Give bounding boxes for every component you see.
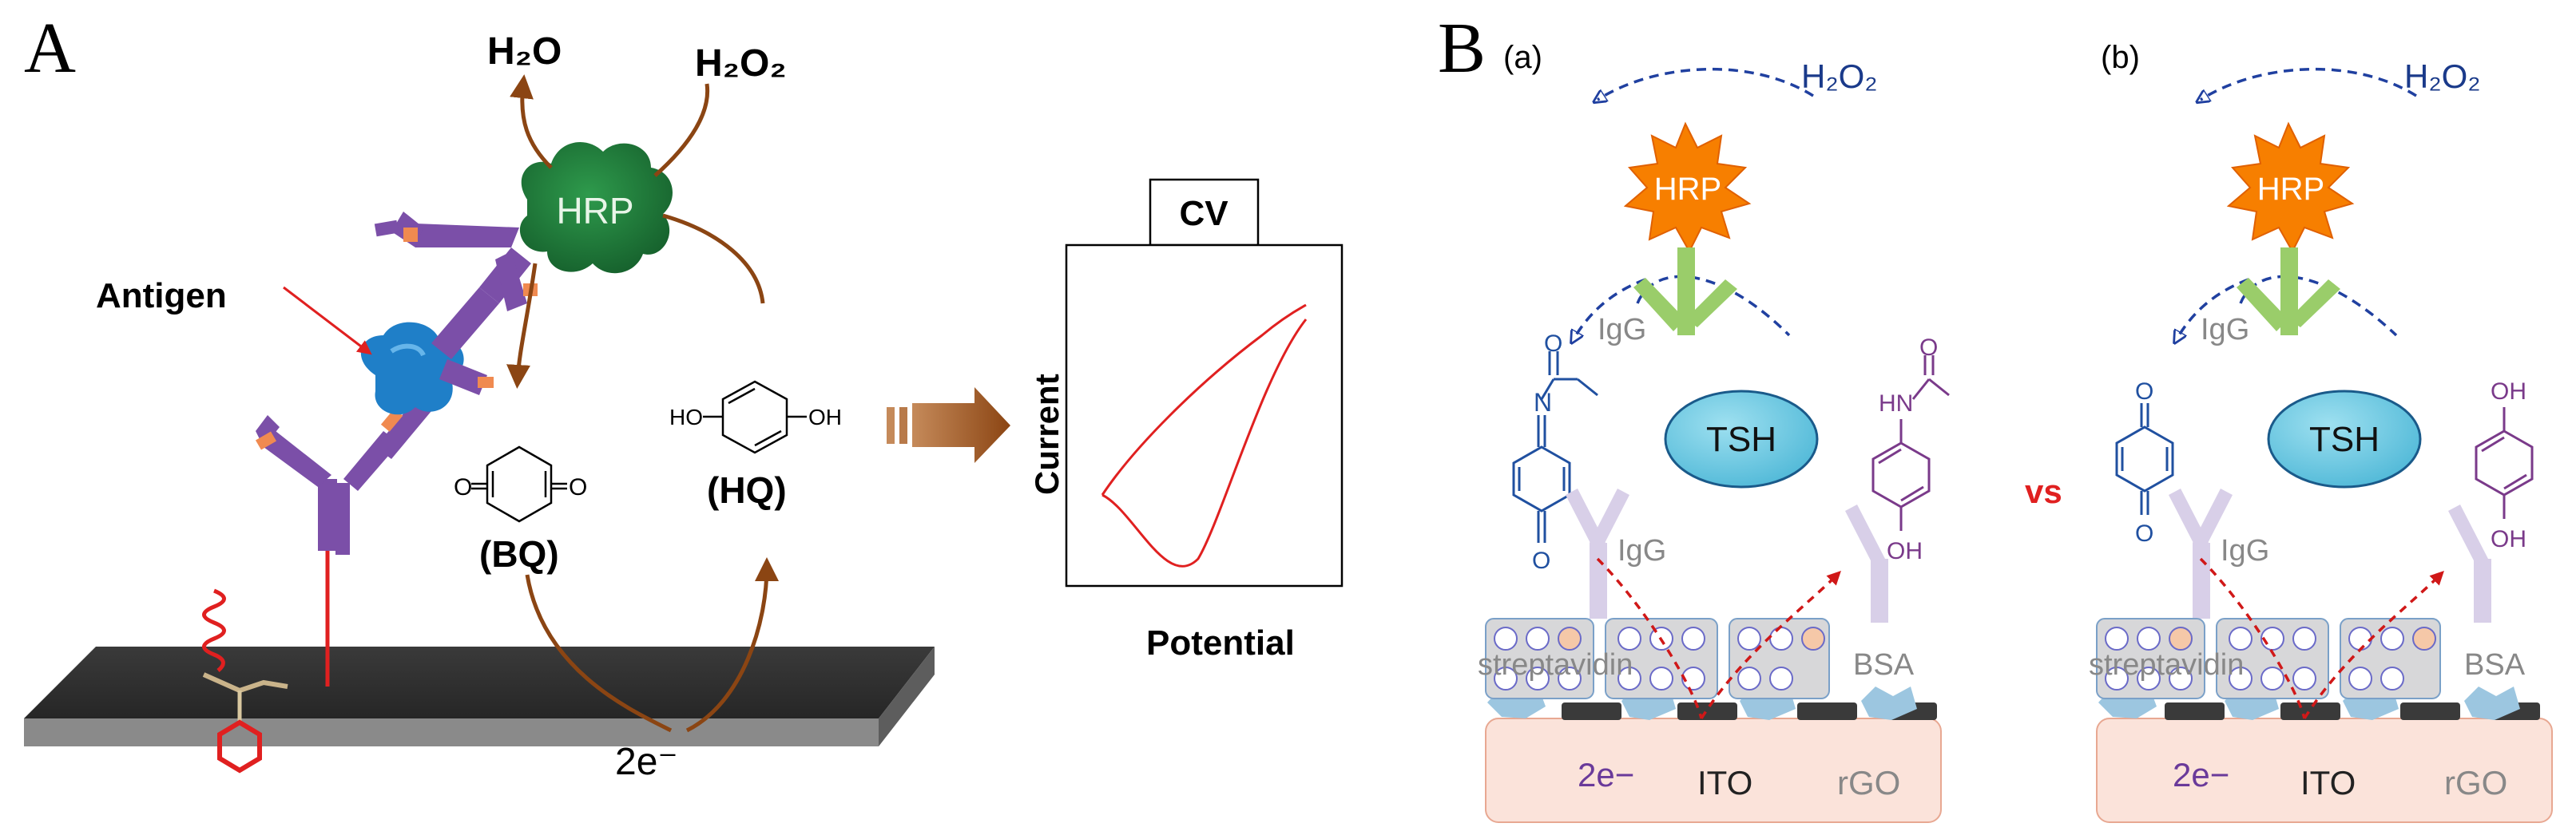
- sub-a-h2o2-arrow: [1598, 67, 1814, 100]
- electrode-plate: [24, 647, 935, 746]
- cv-plot-frame: [1065, 243, 1344, 588]
- sub-a-hrp-label: HRP: [1654, 172, 1721, 207]
- sub-a-o-top: O: [1532, 548, 1550, 574]
- sub-panel-b: H₂O₂ HRP IgG TSH: [2089, 57, 2553, 823]
- sub-b-igg-bottom: IgG: [2221, 534, 2269, 568]
- cv-curve-lower: [1101, 319, 1308, 568]
- sub-b-oh-bottom: OH: [2491, 526, 2526, 552]
- sub-a-green-igg: [1633, 247, 1737, 335]
- arrow-from-hq: [662, 213, 765, 304]
- vs-label: vs: [2025, 473, 2062, 510]
- sub-b-bsa: BSA: [2464, 648, 2526, 682]
- hrp-label: HRP: [556, 190, 633, 232]
- cv-xlabel: Potential: [1146, 623, 1295, 663]
- benzoquinone-structure: [471, 445, 567, 523]
- sub-a-lavender-igg: [1566, 489, 1888, 623]
- sub-a-bsa: BSA: [1853, 648, 1915, 682]
- big-transition-arrow: [887, 387, 1010, 463]
- capture-antibody: [255, 399, 431, 555]
- hq-ho: HO: [669, 405, 703, 429]
- sub-a-streptavidin: streptavidin: [1478, 648, 1633, 682]
- sub-b-electron-path-right: [2303, 571, 2444, 719]
- panel-b-letter: B: [1438, 9, 1486, 88]
- sub-a-streptavidin-blocks: [1485, 618, 1830, 699]
- sub-b-igg-top: IgG: [2201, 313, 2249, 346]
- sub-b-reduce-arrow: [2177, 278, 2249, 339]
- arrow-bq-to-electrode: [525, 574, 673, 733]
- sub-a-electron-path-right: [1700, 571, 1841, 719]
- hydroquinone-structure: [703, 380, 807, 454]
- arrow-electrode-to-hq: [685, 557, 779, 733]
- electrons-label: 2e⁻: [615, 741, 678, 783]
- sub-b-label: (b): [2101, 40, 2140, 75]
- detection-antibody: [374, 212, 538, 395]
- sub-a-electrons: 2e−: [1578, 756, 1634, 793]
- sub-a-tsh: [1664, 390, 1819, 489]
- sub-b-o-bottom: O: [2135, 520, 2153, 547]
- bq-o-left: O: [454, 474, 472, 501]
- sub-b-rgo: rGO: [2444, 764, 2507, 801]
- bq-o-right: O: [569, 474, 587, 501]
- antigen-label: Antigen: [96, 276, 227, 315]
- sub-b-o-top: O: [2135, 378, 2153, 405]
- sub-a-tsh-label: TSH: [1706, 420, 1776, 459]
- reaction-arrows: [506, 74, 779, 733]
- sub-a-left-molecule: [1512, 351, 1598, 543]
- sub-a-electron-path-left: [1596, 557, 1703, 719]
- sub-a-label: (a): [1503, 40, 1542, 75]
- sub-a-right-molecule: [1871, 355, 1950, 531]
- hq-oh: OH: [808, 405, 842, 429]
- sub-b-hrp-label: HRP: [2257, 172, 2324, 207]
- sub-a-igg-bottom: IgG: [1617, 534, 1666, 568]
- sub-a-hn: HN: [1879, 390, 1913, 417]
- sub-b-electrons: 2e−: [2173, 756, 2229, 793]
- cv-curve-upper: [1101, 303, 1307, 496]
- sub-b-streptavidin-blocks: [2096, 618, 2441, 699]
- panel-a-letter: A: [24, 9, 76, 88]
- arrow-to-h2o: [510, 74, 553, 169]
- sub-a-oh: OH: [1887, 538, 1923, 564]
- sub-a-igg-top: IgG: [1598, 313, 1646, 346]
- arrow-from-h2o2: [653, 83, 710, 177]
- h2o2-label: H₂O₂: [695, 42, 787, 85]
- arrow-to-bq: [506, 263, 538, 389]
- sub-a-ito: ITO: [1697, 764, 1752, 801]
- sub-a-rgo: rGO: [1837, 764, 1900, 801]
- sub-a-rgo-pads: [1562, 702, 1937, 720]
- linker-molecule: [202, 551, 330, 774]
- sub-b-streptavidin: streptavidin: [2089, 648, 2244, 682]
- sub-b-h2o2: H₂O₂: [2404, 57, 2481, 95]
- panel-a: A: [24, 9, 1344, 783]
- panel-b: B (a) (b) vs H₂O₂ HRP IgG TSH: [1438, 9, 2553, 823]
- sub-b-right-molecule: [2475, 407, 2534, 519]
- sub-a-h2o2: H₂O₂: [1801, 57, 1878, 95]
- sub-b-green-igg: [2237, 247, 2340, 335]
- sub-b-h2o2-arrow: [2201, 67, 2417, 100]
- h2o-label: H₂O: [487, 30, 562, 73]
- sub-b-ito: ITO: [2300, 764, 2356, 801]
- sub-a-o-imine: O: [1544, 330, 1562, 357]
- cv-plot: CV Current Potential: [1028, 178, 1344, 663]
- sub-a-reduce-arrow: [1574, 278, 1646, 339]
- hrp-enzyme: HRP: [519, 142, 673, 274]
- cv-ylabel: Current: [1028, 374, 1066, 495]
- sub-a-n: N: [1534, 388, 1552, 417]
- sub-b-oh-top: OH: [2491, 378, 2526, 405]
- sub-b-left-molecule: [2115, 403, 2174, 515]
- sub-a-o-amide: O: [1919, 334, 1938, 361]
- sub-b-lavender-igg: [2169, 489, 2491, 623]
- bq-label: (BQ): [479, 533, 559, 575]
- sub-b-tsh-label: TSH: [2309, 420, 2380, 459]
- sub-panel-a: H₂O₂ HRP IgG TSH: [1478, 57, 1950, 823]
- hq-label: (HQ): [707, 469, 787, 511]
- cv-title-box: [1149, 178, 1260, 247]
- sub-b-tsh: [2267, 390, 2422, 489]
- cv-title: CV: [1179, 194, 1228, 233]
- antigen-pointer-arrow: [283, 286, 372, 355]
- sub-b-electron-path-left: [2199, 557, 2306, 719]
